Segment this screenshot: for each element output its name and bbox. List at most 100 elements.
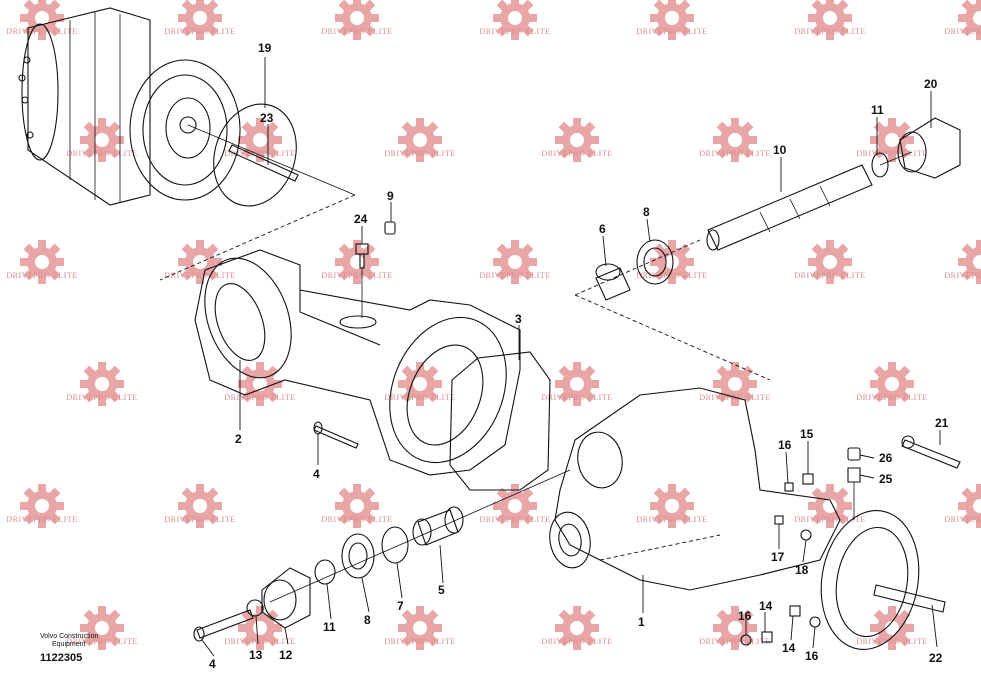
callout-4-bottom: 4 (209, 657, 216, 671)
part-5-bearing (412, 506, 464, 546)
watermark-10: DRIVEPRO ELITE (541, 118, 612, 162)
document-id: 1122305 (40, 652, 82, 664)
watermark-32: DRIVEPRO ELITE (944, 484, 981, 528)
part-26-plug (847, 447, 861, 461)
part-17-bolt (774, 515, 784, 525)
callout-25: 25 (879, 472, 893, 486)
svg-text:DRIVEPRO ELITE: DRIVEPRO ELITE (636, 515, 707, 524)
callout-17: 17 (771, 550, 785, 564)
svg-text:DRIVEPRO ELITE: DRIVEPRO ELITE (321, 271, 392, 280)
watermark-22: DRIVEPRO ELITE (384, 362, 455, 406)
callout-10: 10 (773, 143, 787, 157)
callout-1: 1 (638, 615, 645, 629)
callout-6: 6 (599, 222, 606, 236)
callout-16-b: 16 (738, 609, 752, 623)
callout-18: 18 (795, 563, 809, 577)
part-1-differential-housing (549, 387, 841, 591)
callout-8-bottom: 8 (364, 613, 371, 627)
watermark-27: DRIVEPRO ELITE (164, 484, 235, 528)
svg-text:DRIVEPRO ELITE: DRIVEPRO ELITE (699, 149, 770, 158)
svg-text:DRIVEPRO ELITE: DRIVEPRO ELITE (321, 515, 392, 524)
svg-text:DRIVEPRO ELITE: DRIVEPRO ELITE (6, 271, 77, 280)
callout-3: 3 (515, 312, 522, 326)
watermark-15: DRIVEPRO ELITE (321, 240, 392, 284)
svg-text:DRIVEPRO ELITE: DRIVEPRO ELITE (944, 271, 981, 280)
svg-text:DRIVEPRO ELITE: DRIVEPRO ELITE (6, 27, 77, 36)
part-4-bolt (313, 425, 359, 449)
watermark-28: DRIVEPRO ELITE (321, 484, 392, 528)
watermark-34: DRIVEPRO ELITE (224, 606, 295, 650)
svg-text:DRIVEPRO ELITE: DRIVEPRO ELITE (479, 271, 550, 280)
callout-21: 21 (935, 416, 949, 430)
part-16-washer-b (809, 616, 821, 628)
callout-12: 12 (279, 648, 293, 662)
watermark-0: DRIVEPRO ELITE (6, 0, 77, 40)
watermark-19: DRIVEPRO ELITE (944, 240, 981, 284)
svg-text:DRIVEPRO ELITE: DRIVEPRO ELITE (384, 637, 455, 646)
leader-lines (201, 57, 941, 657)
watermark-21: DRIVEPRO ELITE (224, 362, 295, 406)
part-8-seal (636, 239, 674, 285)
callout-4-left: 4 (313, 467, 320, 481)
svg-text:DRIVEPRO ELITE: DRIVEPRO ELITE (321, 27, 392, 36)
watermark-layer: DRIVEPRO ELITE DRIVEPRO ELITE DRIVEPRO ELI… (6, 0, 981, 650)
svg-text:DRIVEPRO ELITE: DRIVEPRO ELITE (66, 149, 137, 158)
callout-2: 2 (235, 432, 242, 446)
callout-9: 9 (387, 189, 394, 203)
part-20-cap (897, 117, 961, 179)
right-end-flange (820, 510, 920, 650)
watermark-7: DRIVEPRO ELITE (66, 118, 137, 162)
part-25-fitting (847, 467, 861, 483)
part-13-washer (246, 599, 264, 617)
part-11-o-ring-lower (314, 559, 336, 585)
watermark-13: DRIVEPRO ELITE (6, 240, 77, 284)
watermark-18: DRIVEPRO ELITE (794, 240, 865, 284)
svg-text:DRIVEPRO ELITE: DRIVEPRO ELITE (479, 515, 550, 524)
part-14-bolt (789, 605, 801, 617)
svg-text:DRIVEPRO ELITE: DRIVEPRO ELITE (66, 637, 137, 646)
watermark-8: DRIVEPRO ELITE (224, 118, 295, 162)
callout-23: 23 (260, 111, 274, 125)
part-19-seal-ring (213, 103, 297, 207)
watermark-33: DRIVEPRO ELITE (66, 606, 137, 650)
part-11-o-ring (871, 152, 889, 178)
svg-text:DRIVEPRO ELITE: DRIVEPRO ELITE (224, 393, 295, 402)
callout-13: 13 (249, 648, 263, 662)
watermark-6: DRIVEPRO ELITE (944, 0, 981, 40)
callout-14-a: 14 (759, 599, 773, 613)
callout-5: 5 (438, 583, 445, 597)
watermark-23: DRIVEPRO ELITE (541, 362, 612, 406)
watermark-2: DRIVEPRO ELITE (321, 0, 392, 40)
svg-text:DRIVEPRO ELITE: DRIVEPRO ELITE (66, 393, 137, 402)
part-16-washer (784, 482, 794, 492)
callout-7: 7 (397, 599, 404, 613)
svg-text:DRIVEPRO ELITE: DRIVEPRO ELITE (164, 27, 235, 36)
watermark-11: DRIVEPRO ELITE (699, 118, 770, 162)
watermark-16: DRIVEPRO ELITE (479, 240, 550, 284)
watermark-9: DRIVEPRO ELITE (384, 118, 455, 162)
callout-16-a: 16 (778, 438, 792, 452)
watermark-31: DRIVEPRO ELITE (794, 484, 865, 528)
svg-text:DRIVEPRO ELITE: DRIVEPRO ELITE (699, 637, 770, 646)
part-23-pin (228, 144, 299, 182)
watermark-24: DRIVEPRO ELITE (699, 362, 770, 406)
watermark-36: DRIVEPRO ELITE (541, 606, 612, 650)
svg-text:DRIVEPRO ELITE: DRIVEPRO ELITE (164, 271, 235, 280)
part-6-bushing (595, 263, 631, 301)
callout-15: 15 (800, 427, 814, 441)
svg-text:DRIVEPRO ELITE: DRIVEPRO ELITE (541, 149, 612, 158)
part-9-breather (384, 221, 396, 235)
svg-text:DRIVEPRO ELITE: DRIVEPRO ELITE (384, 393, 455, 402)
callout-19: 19 (258, 41, 272, 55)
part-10-drive-shaft (707, 164, 873, 251)
part-15-bolt (802, 473, 814, 485)
svg-text:DRIVEPRO ELITE: DRIVEPRO ELITE (384, 149, 455, 158)
watermark-29: DRIVEPRO ELITE (479, 484, 550, 528)
svg-text:DRIVEPRO ELITE: DRIVEPRO ELITE (856, 393, 927, 402)
part-7-ring (381, 526, 409, 564)
watermark-5: DRIVEPRO ELITE (794, 0, 865, 40)
svg-text:DRIVEPRO ELITE: DRIVEPRO ELITE (944, 515, 981, 524)
wheel-hub-assembly (18, 7, 241, 206)
svg-text:DRIVEPRO ELITE: DRIVEPRO ELITE (636, 27, 707, 36)
svg-text:DRIVEPRO ELITE: DRIVEPRO ELITE (636, 271, 707, 280)
